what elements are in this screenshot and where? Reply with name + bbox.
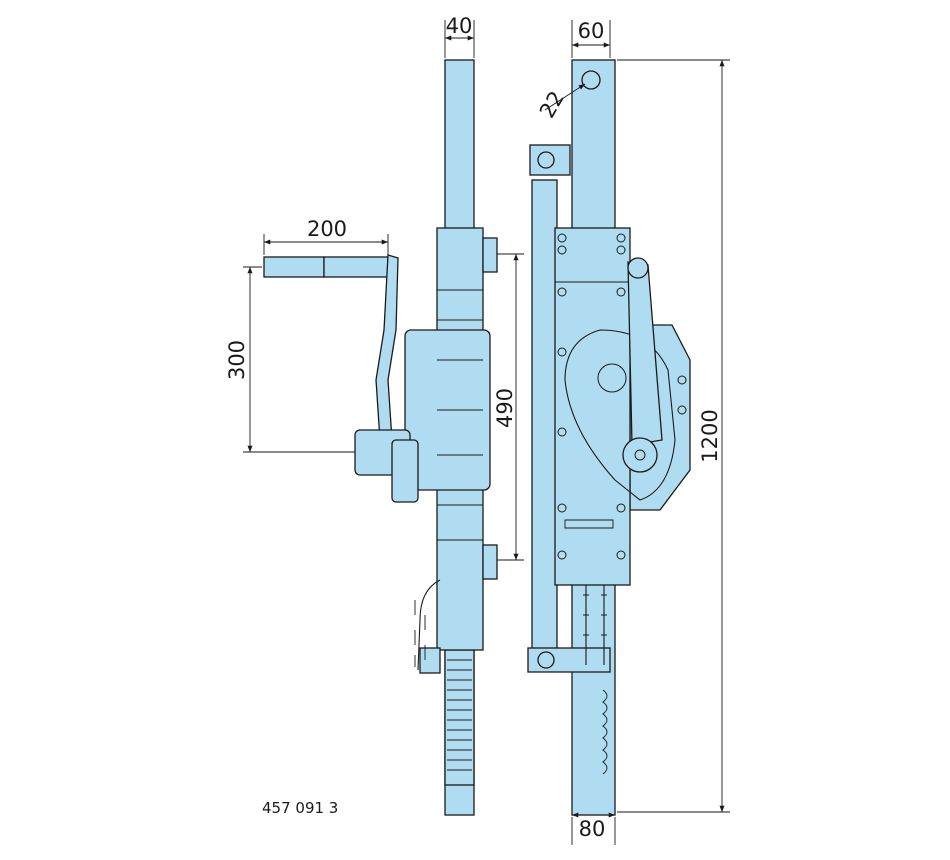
side-bolt-top [482,237,498,273]
front-body [554,227,631,586]
dimension-lines [243,20,730,845]
front-rack-teeth [602,689,608,775]
rack-hole [581,70,601,90]
part-number: 457 091 3 [262,799,338,817]
side-view [263,59,498,816]
front-chain [585,585,605,665]
side-chain [417,579,441,671]
front-view [527,59,691,816]
dim-crank-length: 200 [307,217,347,241]
front-column [531,179,558,651]
dim-rack-width-front: 60 [578,19,605,43]
side-rack-teeth [444,649,475,786]
bolt-holes [557,233,687,560]
side-base-clamp [419,647,441,674]
dim-body-height: 490 [493,388,517,428]
dim-total-height: 1200 [698,409,722,462]
front-base-clamp [527,647,611,673]
dim-rack-width-side: 40 [446,14,473,38]
dim-base-width: 80 [579,817,606,841]
dim-hole-diameter: 22 [535,87,569,122]
dim-crank-radius: 300 [225,340,249,380]
side-bolt-bottom [482,544,498,580]
crank-handle [263,254,419,503]
